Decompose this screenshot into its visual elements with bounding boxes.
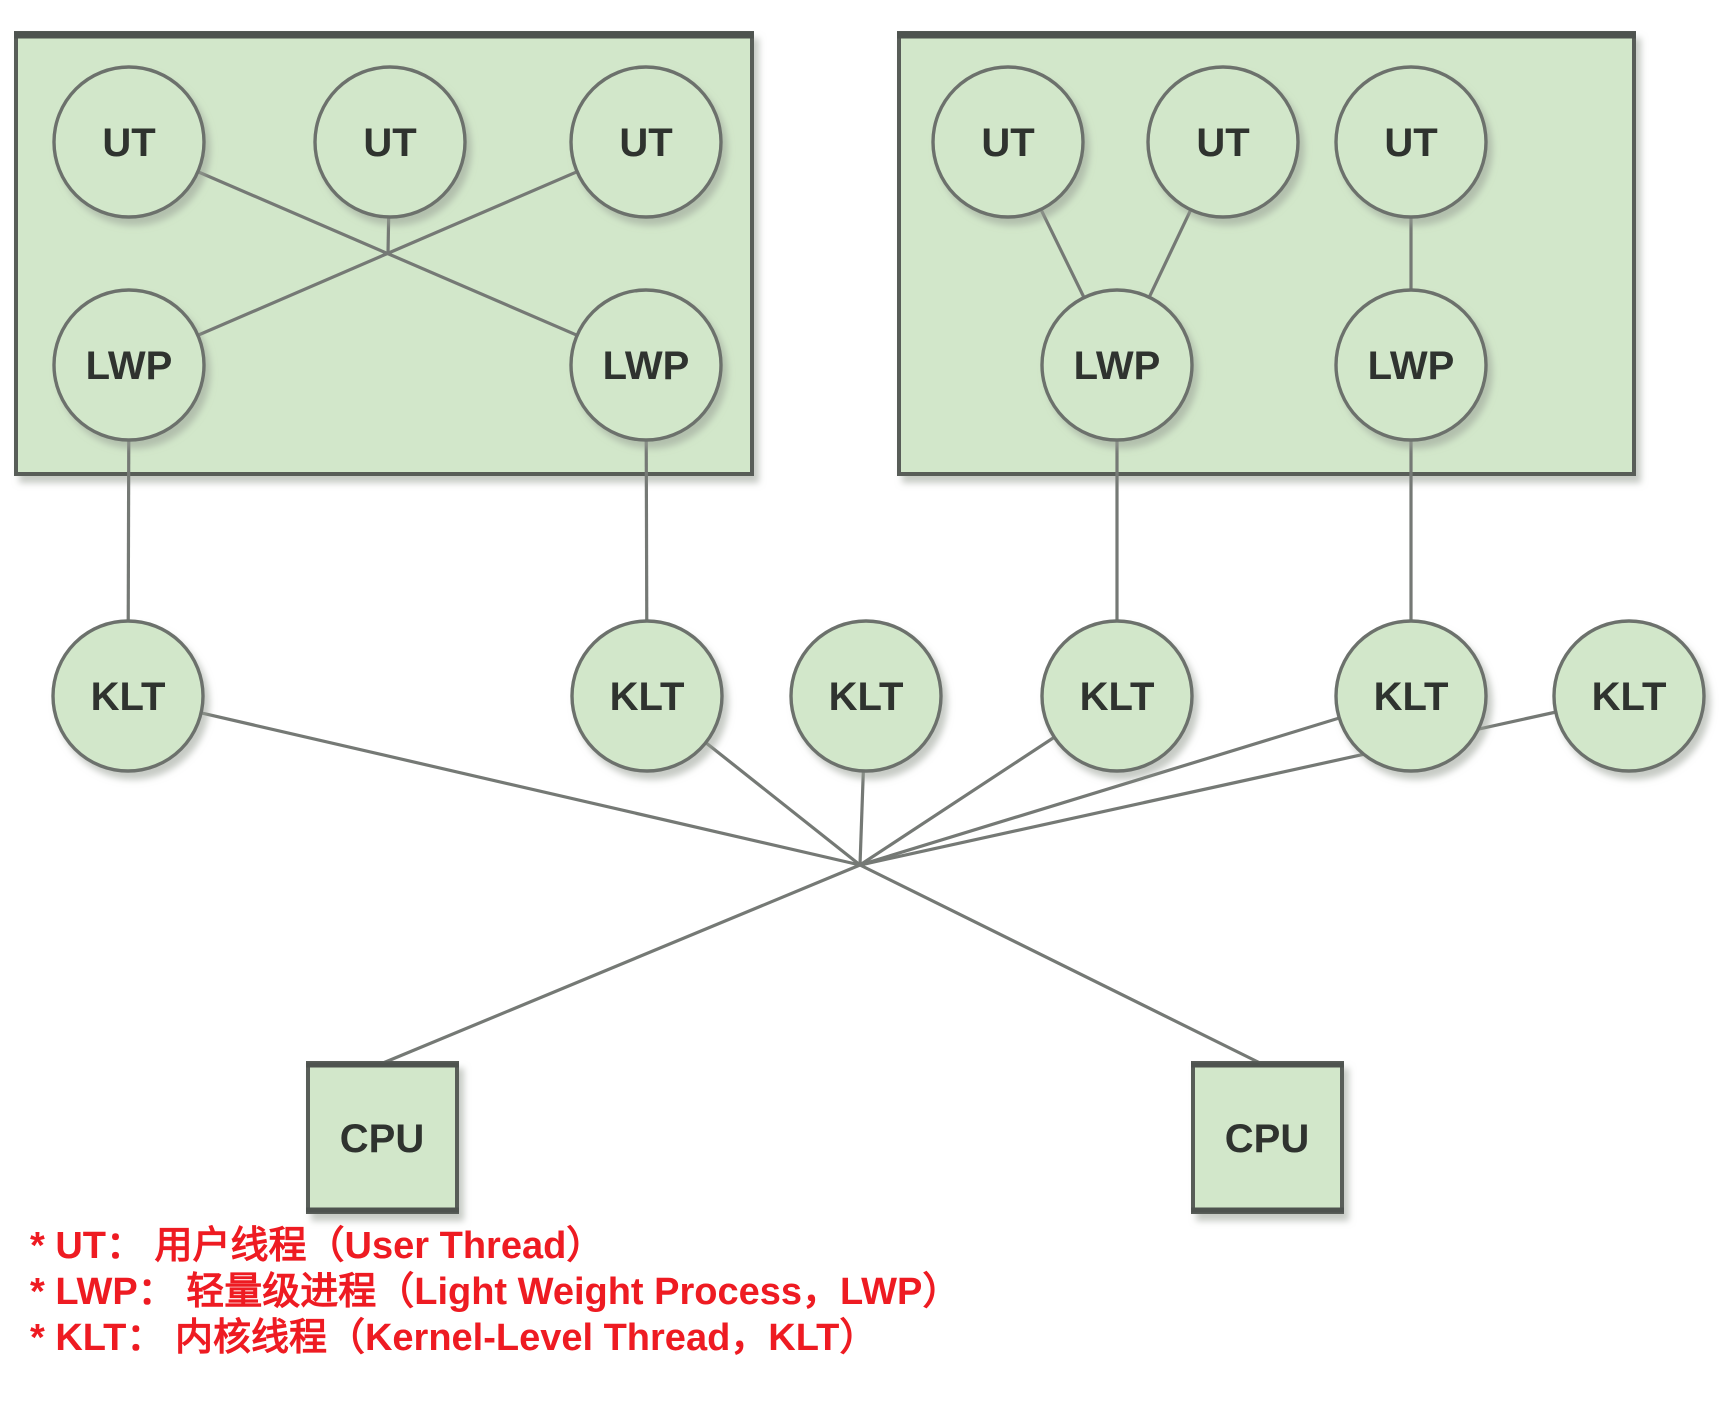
lwp-node xyxy=(569,288,723,442)
connector-klt6-hub xyxy=(859,694,1630,867)
klt-node xyxy=(789,619,943,773)
legend: * UT： 用户线程（User Thread） * LWP： 轻量级进程（Lig… xyxy=(30,1225,960,1359)
klt-node xyxy=(570,619,724,773)
ut-node xyxy=(569,65,723,219)
ut-node xyxy=(931,65,1085,219)
klt-node xyxy=(1040,619,1194,773)
cpu-label: CPU xyxy=(1225,1117,1309,1161)
cpu-label: CPU xyxy=(340,1117,424,1161)
ut-node xyxy=(1334,65,1488,219)
lwps-right: LWP LWP xyxy=(1040,288,1488,442)
ut-label: UT xyxy=(102,121,155,165)
klt-node xyxy=(51,619,205,773)
cpu-box-left xyxy=(306,1061,459,1214)
klt-node xyxy=(1334,619,1488,773)
lwp-label: LWP xyxy=(603,344,690,388)
ut-label: UT xyxy=(1384,121,1437,165)
ut-node xyxy=(313,65,467,219)
connector-hub-cpu-right xyxy=(859,863,1261,1065)
klt-label: KLT xyxy=(610,675,685,719)
ut-label: UT xyxy=(1196,121,1249,165)
ut-label: UT xyxy=(981,121,1034,165)
klt-label: KLT xyxy=(829,675,904,719)
kernel-threads: KLT KLT KLT KLT KLT KLT xyxy=(51,619,1706,773)
lwp-label: LWP xyxy=(86,344,173,388)
klt-node xyxy=(1552,619,1706,773)
legend-line-lwp: * LWP： 轻量级进程（Light Weight Process，LWP） xyxy=(30,1271,960,1313)
lwp-label: LWP xyxy=(1368,344,1455,388)
klt-label: KLT xyxy=(1374,675,1449,719)
lwps-left: LWP LWP xyxy=(52,288,723,442)
lwp-node xyxy=(52,288,206,442)
ut-label: UT xyxy=(619,121,672,165)
cpu-box-right xyxy=(1191,1061,1344,1214)
connector-klt5-hub xyxy=(859,694,1412,867)
lwp-node xyxy=(1334,288,1488,442)
ut-node xyxy=(52,65,206,219)
ut-label: UT xyxy=(363,121,416,165)
lwp-label: LWP xyxy=(1074,344,1161,388)
cpus: CPU CPU xyxy=(306,1061,1344,1214)
ut-node xyxy=(1146,65,1300,219)
lwp-node xyxy=(1040,288,1194,442)
connector-hub-cpu-left xyxy=(382,863,861,1065)
user-threads-left: UT UT UT xyxy=(52,65,723,219)
klt-label: KLT xyxy=(1592,675,1667,719)
connector-klt1-hub xyxy=(127,694,861,867)
klt-label: KLT xyxy=(1080,675,1155,719)
legend-line-klt: * KLT： 内核线程（Kernel-Level Thread，KLT） xyxy=(30,1317,877,1359)
klt-label: KLT xyxy=(91,675,166,719)
legend-line-ut: * UT： 用户线程（User Thread） xyxy=(30,1225,604,1267)
user-threads-right: UT UT UT xyxy=(931,65,1488,219)
